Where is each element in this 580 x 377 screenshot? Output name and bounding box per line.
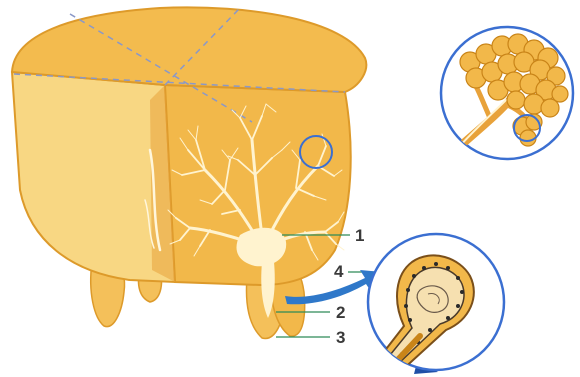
label-4: 4	[334, 262, 344, 281]
label-2: 2	[336, 303, 345, 322]
label-3: 3	[336, 328, 345, 347]
udder-body	[12, 7, 366, 285]
inset-teat-section	[368, 234, 504, 372]
inset-alveoli	[441, 27, 573, 159]
label-1: 1	[355, 226, 364, 245]
